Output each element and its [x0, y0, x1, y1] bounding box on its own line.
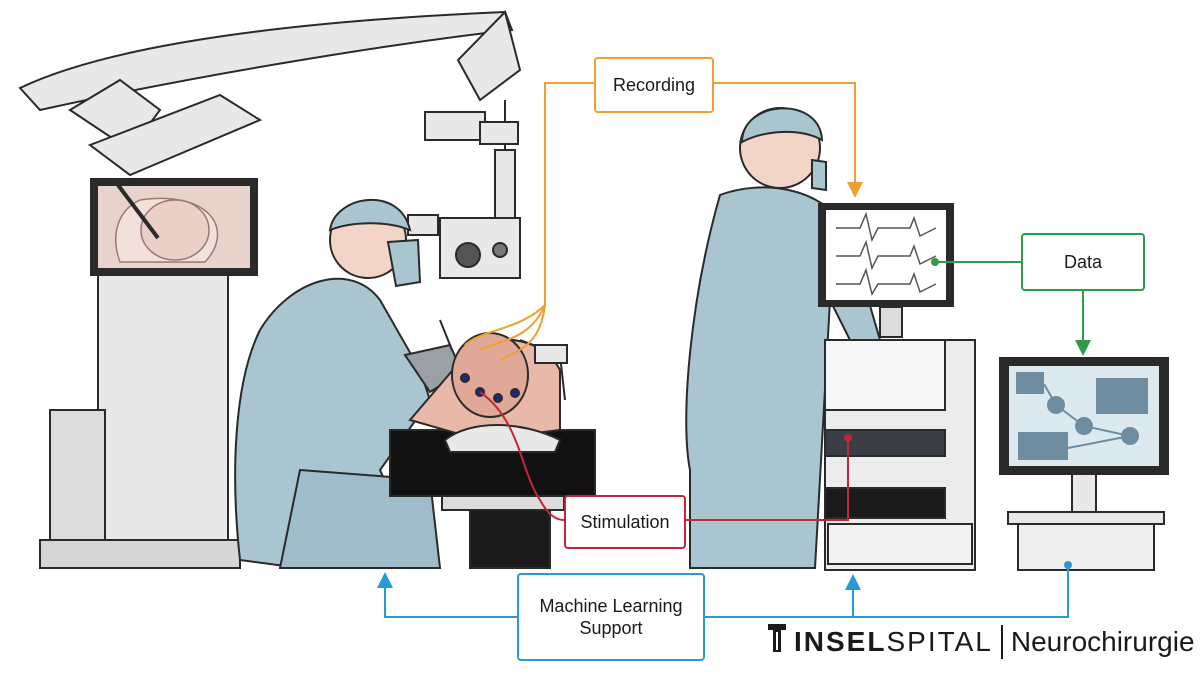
- eeg-monitor-icon: [818, 203, 954, 338]
- neuromonitoring-cart-icon: [824, 339, 976, 571]
- stimulation-label: Stimulation: [564, 495, 686, 549]
- logo-brand-regular: SPITAL: [886, 626, 993, 657]
- endoscope-display-icon: [90, 178, 258, 276]
- ml-workstation-icon: [999, 357, 1169, 571]
- insel-logo: INSEL SPITAL Neurochirurgie: [794, 622, 1195, 662]
- logo-brand-bold: INSEL: [794, 626, 887, 657]
- surgeon-seated-icon: [234, 198, 464, 570]
- recording-label: Recording: [594, 57, 714, 113]
- recording-connector: [464, 82, 863, 361]
- logo-department: Neurochirurgie: [1010, 626, 1195, 657]
- ml-support-connector: [377, 561, 1072, 618]
- data-connector: [931, 258, 1091, 356]
- logo-separator: [1000, 625, 1003, 659]
- data-label: Data: [1021, 233, 1145, 291]
- insel-logo-icon: [768, 624, 786, 652]
- ml-label-line1: Machine Learning: [539, 596, 683, 616]
- machine-learning-support-label: Machine Learning Support: [517, 573, 705, 661]
- stimulation-connector: [479, 391, 852, 521]
- ml-label-line2: Support: [579, 618, 643, 638]
- patient-head-icon: [389, 332, 596, 569]
